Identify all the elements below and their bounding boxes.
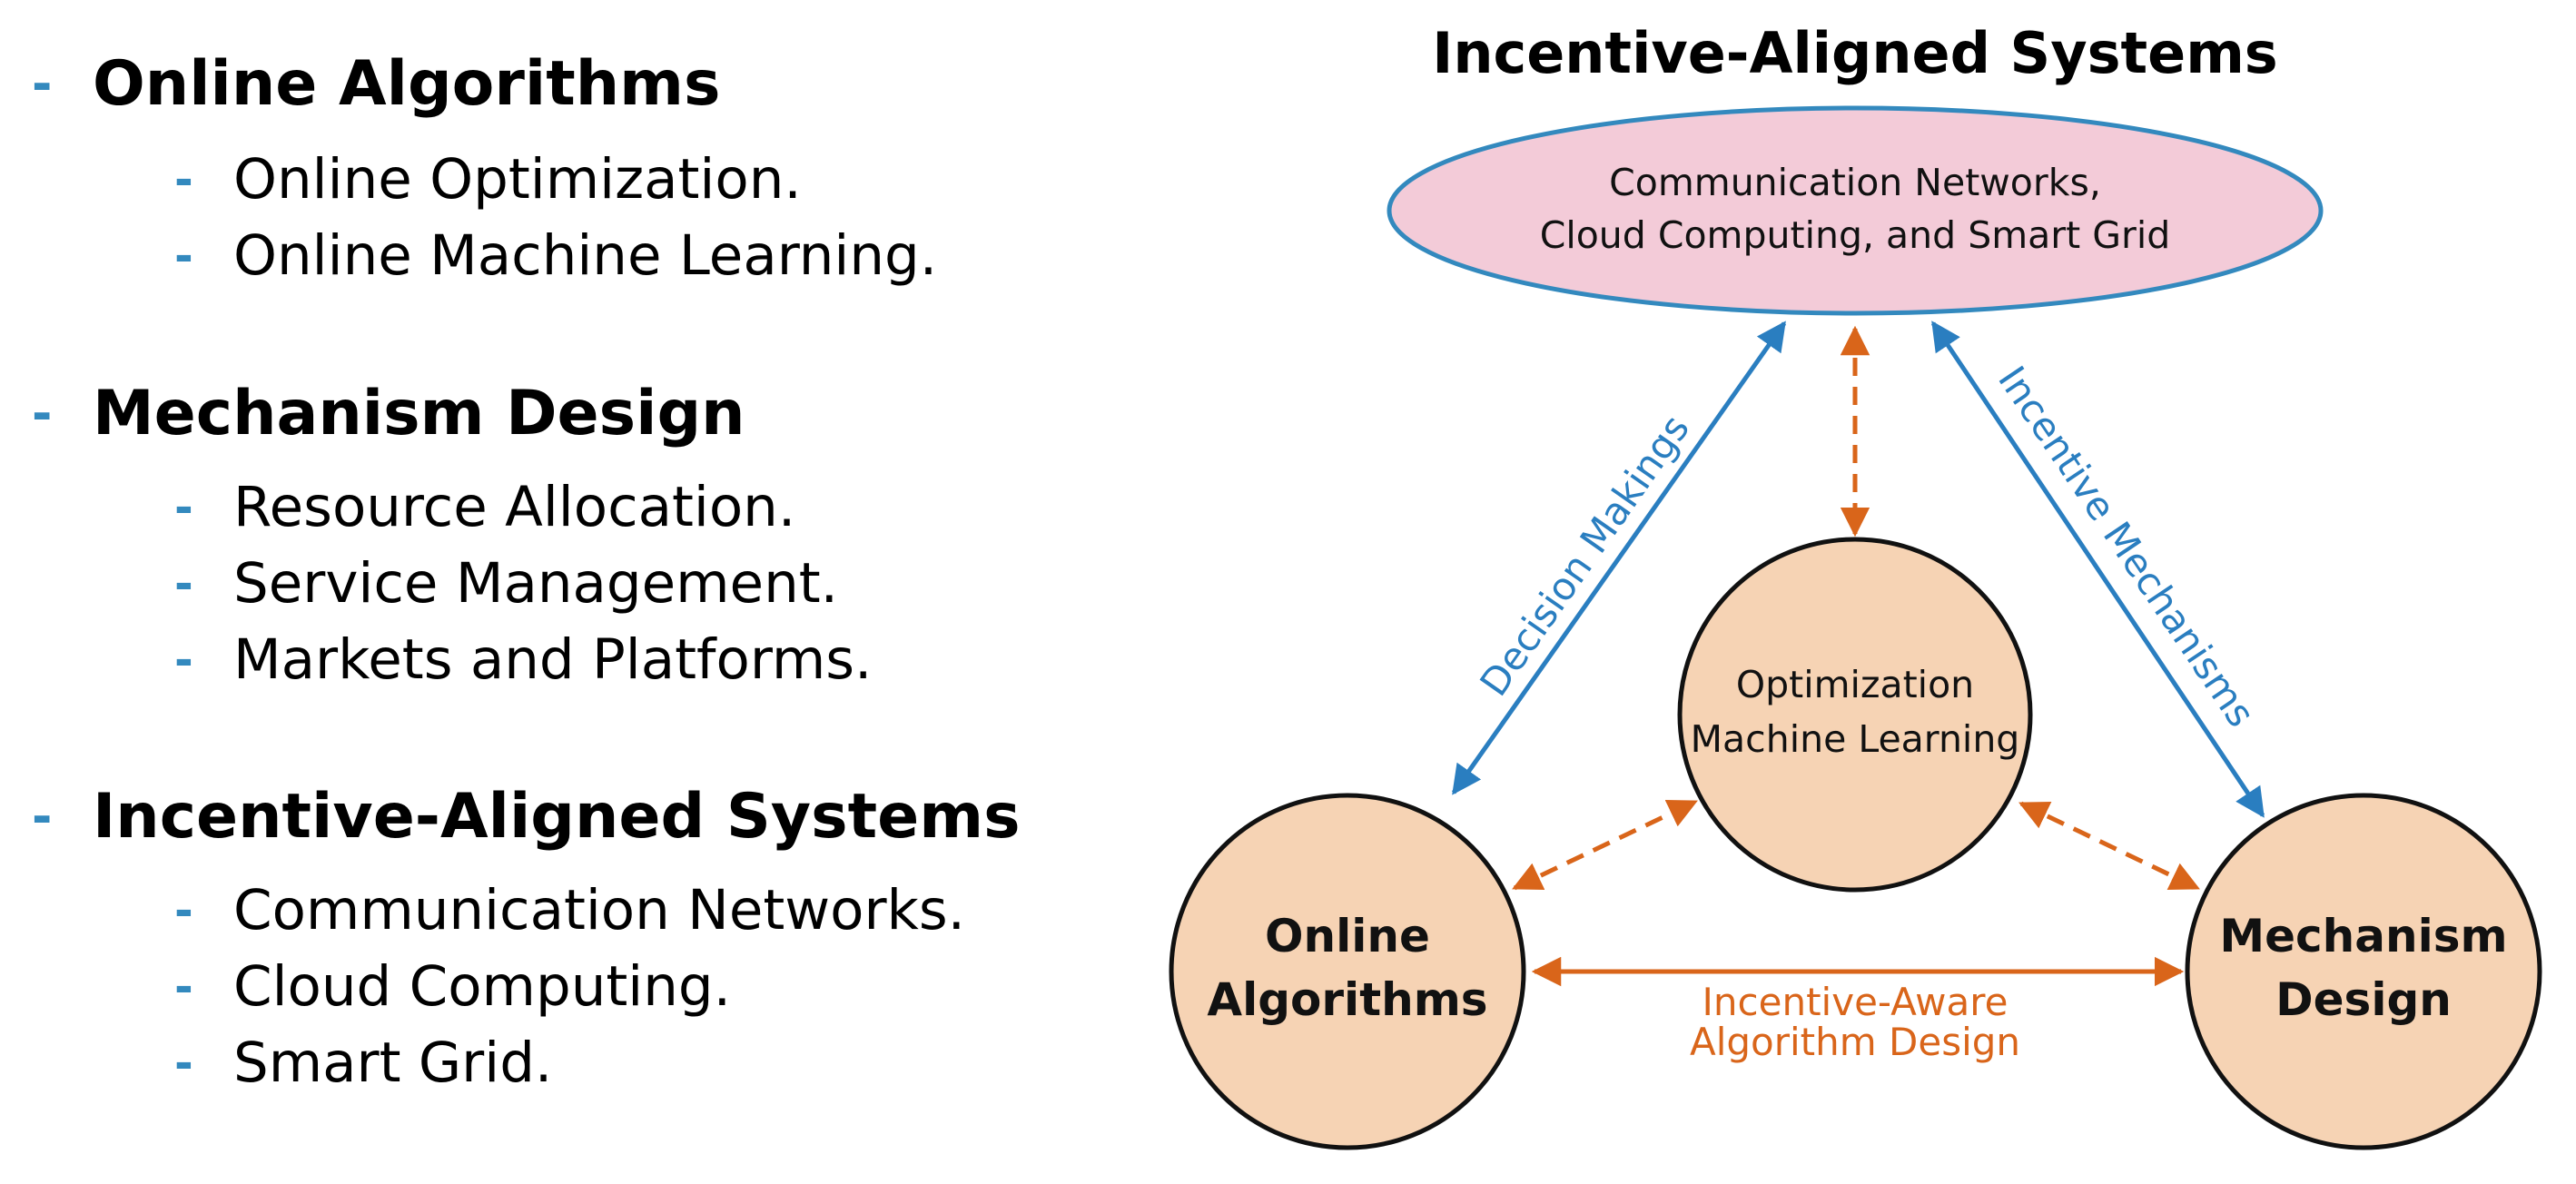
systems-node: Communication Networks, Cloud Computing,… xyxy=(1387,105,2324,316)
bullet-dash: - xyxy=(174,557,193,610)
online-algorithms-line2: Algorithms xyxy=(1207,973,1487,1026)
incentive-mechanisms-label: Incentive Mechanisms xyxy=(1989,359,2264,735)
bullet-dash: - xyxy=(32,55,53,113)
list-item-label: Smart Grid. xyxy=(233,1031,553,1095)
section-title: Mechanism Design xyxy=(93,378,745,449)
online-algorithms-node: Online Algorithms xyxy=(1169,793,1526,1150)
bullet-dash: - xyxy=(32,788,53,845)
list-item-label: Online Optimization. xyxy=(233,147,802,212)
bullet-dash: - xyxy=(174,634,193,686)
incentive-aware-label: Incentive-Aware xyxy=(1703,980,2008,1024)
bullet-dash: - xyxy=(32,385,53,442)
mechanism-design-line2: Design xyxy=(2275,973,2452,1026)
incentive-mechanisms-arrow xyxy=(1930,321,2265,818)
algorithm-design-label: Algorithm Design xyxy=(1690,1020,2020,1064)
list-item-label: Service Management. xyxy=(233,551,839,616)
list-item-label: Communication Networks. xyxy=(233,878,966,942)
bullet-dash: - xyxy=(174,961,193,1013)
systems-node-line2: Cloud Computing, and Smart Grid xyxy=(1540,213,2171,257)
online-algorithms-line1: Online xyxy=(1265,910,1430,962)
section-title: Online Algorithms xyxy=(93,48,721,120)
mechanism-design-node: Mechanism Design xyxy=(2185,793,2542,1150)
decision-makings-label: Decision Makings xyxy=(1471,407,1698,704)
list-item-label: Online Machine Learning. xyxy=(233,223,938,288)
core-methods-node: Optimization Machine Learning xyxy=(1677,537,2033,893)
bullet-dash: - xyxy=(174,153,193,206)
core-methods-line1: Optimization xyxy=(1736,663,1974,706)
list-item-label: Cloud Computing. xyxy=(233,954,731,1019)
bullet-dash: - xyxy=(174,230,193,282)
mechanism-design-line1: Mechanism xyxy=(2219,910,2507,962)
bullet-dash: - xyxy=(174,884,193,937)
systems-node-line1: Communication Networks, xyxy=(1609,161,2101,204)
list-item-label: Resource Allocation. xyxy=(233,475,796,539)
decision-makings-arrow xyxy=(1451,321,1787,795)
topic-outline: - Online Algorithms - Online Optimizatio… xyxy=(0,0,1135,1184)
section-title: Incentive-Aligned Systems xyxy=(93,781,1021,853)
core-to-mechanism-arrow xyxy=(2018,801,2200,891)
bullet-dash: - xyxy=(174,1037,193,1090)
list-item-label: Markets and Platforms. xyxy=(233,627,873,692)
bullet-dash: - xyxy=(174,481,193,534)
core-to-online-arrow xyxy=(1512,799,1698,891)
core-methods-line2: Machine Learning xyxy=(1691,717,2020,761)
diagram-title: Incentive-Aligned Systems xyxy=(1432,20,2277,86)
